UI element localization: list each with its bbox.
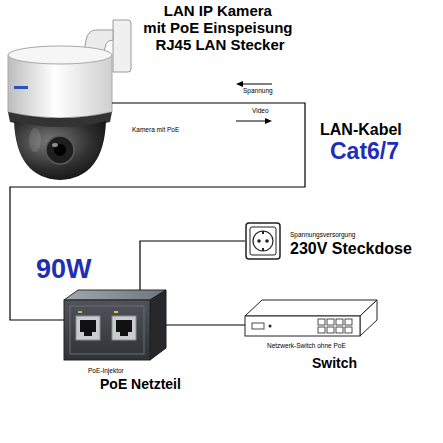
socket-hole: [265, 239, 269, 243]
poe-injector: [64, 290, 166, 360]
injector-top: [64, 290, 166, 300]
switch-top: [245, 300, 377, 316]
status-led: [78, 311, 82, 313]
camera-logo: [14, 86, 28, 89]
cable-connector: [10, 103, 305, 320]
power-socket-node: Spannungsversorgung230V Steckdose: [245, 222, 281, 260]
camera-lens: [46, 136, 74, 164]
injector-side: [150, 290, 166, 360]
cable-connector: [140, 241, 245, 290]
socket-ground: [262, 231, 264, 234]
camera-dome: [14, 121, 106, 180]
video-arrow-head: [265, 118, 272, 124]
poe-injector-node: PoE-InjektorPoE Netzteil: [64, 290, 166, 360]
socket-ground: [262, 248, 264, 251]
socket-face: [253, 231, 273, 251]
housing-cap: [8, 46, 112, 64]
power-socket: [246, 223, 280, 259]
cable-label: LAN-Kabel: [320, 121, 402, 139]
dome-camera: [8, 20, 131, 180]
switch-led: [269, 325, 272, 328]
device-title: PoE Netzteil: [100, 377, 181, 392]
socket-frame: [246, 223, 280, 259]
signal-label: Video: [252, 107, 269, 114]
network-switch: [245, 300, 377, 336]
switch-ports: [318, 319, 352, 333]
power-rating: 90W: [36, 255, 92, 285]
cable-category: Cat6/7: [330, 139, 399, 164]
injector-front: [64, 300, 150, 360]
signal-label: Spannung: [243, 87, 273, 94]
switch-node: Netzwerk-Switch ohne PoESwitch: [245, 299, 378, 337]
camera-node: Kamera mit PoE: [4, 40, 112, 180]
device-title: Switch: [312, 356, 357, 371]
rj45-port: [76, 316, 100, 340]
power-arrow-head: [236, 81, 243, 87]
rj45-opening: [80, 320, 96, 336]
power-arrow-line: [242, 84, 272, 85]
status-led: [114, 311, 118, 313]
diagram-title: LAN IP Kamera mit PoE Einspeisung RJ45 L…: [140, 2, 300, 53]
rj45-port: [112, 316, 136, 340]
switch-front: [245, 316, 360, 336]
device-caption: Netzwerk-Switch ohne PoE: [267, 342, 346, 349]
cable-connector: [166, 324, 245, 325]
wall-bracket: [113, 20, 131, 72]
device-caption: Spannungsversorgung: [290, 231, 355, 238]
switch-display: [252, 323, 264, 329]
rj45-opening: [116, 320, 132, 336]
dome-highlight: [29, 128, 41, 152]
injector-panel: [70, 306, 144, 354]
device-caption: PoE-Injektor: [88, 367, 124, 374]
switch-side: [360, 300, 377, 336]
video-arrow-line: [236, 121, 266, 122]
device-title: 230V Steckdose: [290, 240, 412, 258]
device-caption: Kamera mit PoE: [132, 126, 179, 133]
lens-highlight: [52, 143, 58, 147]
socket-inner: [250, 227, 276, 255]
socket-hole: [257, 239, 261, 243]
